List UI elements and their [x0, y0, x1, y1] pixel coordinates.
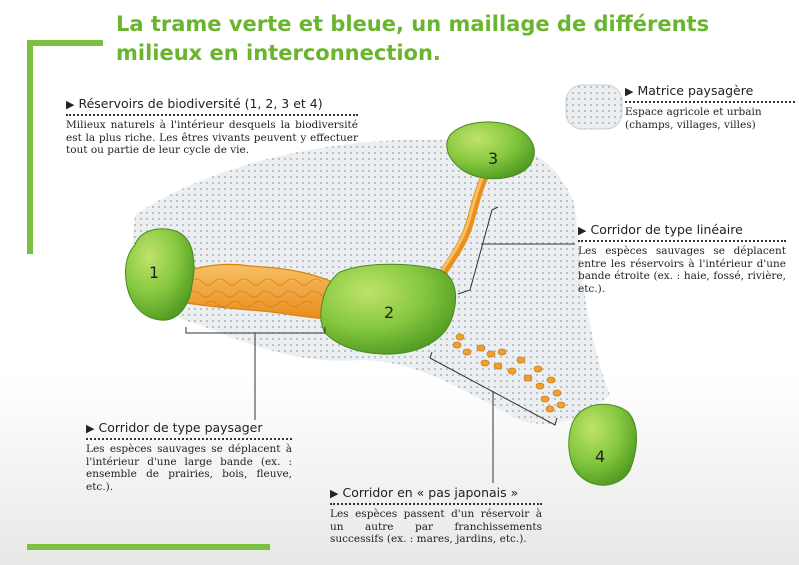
- japonais-heading: ▶Corridor en « pas japonais »: [330, 485, 542, 505]
- reservoir-1: [125, 228, 195, 321]
- matrix-callout: ▶Matrice paysagère Espace agricole et ur…: [625, 83, 795, 131]
- linear-corridor: [434, 168, 491, 284]
- reservoir-4: [568, 403, 637, 486]
- reservoir-1-number: 1: [149, 263, 159, 282]
- reservoir-3: [446, 121, 535, 180]
- matrix-legend-swatch: [565, 84, 623, 130]
- frame-bottom-bar: [27, 544, 270, 550]
- bracket-lineaire: [457, 206, 499, 295]
- linear-corridor-highlight: [435, 168, 488, 280]
- matrix-text: Espace agricole et urbain (champs, villa…: [625, 106, 762, 131]
- japonais-callout: ▶Corridor en « pas japonais » Les espèce…: [330, 485, 542, 546]
- japonais-text: Les espèces passent d'un réservoir à un …: [330, 508, 542, 545]
- lineaire-text: Les espèces sauvages se déplacent entre …: [578, 245, 786, 295]
- lineaire-callout: ▶Corridor de type linéaire Les espèces s…: [578, 222, 786, 295]
- frame-vertical-bar: [27, 40, 33, 254]
- paysager-text: Les espèces sauvages se déplacent à l'in…: [86, 443, 292, 493]
- page-title: La trame verte et bleue, un maillage de …: [116, 12, 710, 65]
- lineaire-heading: ▶Corridor de type linéaire: [578, 222, 786, 242]
- landscape-corridor-texture: [187, 278, 333, 307]
- reservoirs-text: Milieux naturels à l'intérieur desquels …: [66, 119, 358, 156]
- bracket-japonais: [429, 351, 558, 426]
- reservoirs-callout: ▶Réservoirs de biodiversité (1, 2, 3 et …: [66, 96, 358, 157]
- paysager-heading: ▶Corridor de type paysager: [86, 420, 292, 440]
- stepping-stones: [452, 333, 566, 413]
- reservoirs-heading: ▶Réservoirs de biodiversité (1, 2, 3 et …: [66, 96, 358, 116]
- reservoir-2-number: 2: [384, 303, 394, 322]
- reservoir-4-number: 4: [595, 447, 605, 466]
- reservoir-3-number: 3: [488, 149, 498, 168]
- paysager-callout: ▶Corridor de type paysager Les espèces s…: [86, 420, 292, 493]
- reservoir-2: [320, 263, 457, 355]
- matrix-heading: ▶Matrice paysagère: [625, 83, 795, 103]
- frame-top-bar: [27, 40, 103, 46]
- background-fog: [0, 375, 799, 565]
- callout-leaders: [185, 206, 575, 483]
